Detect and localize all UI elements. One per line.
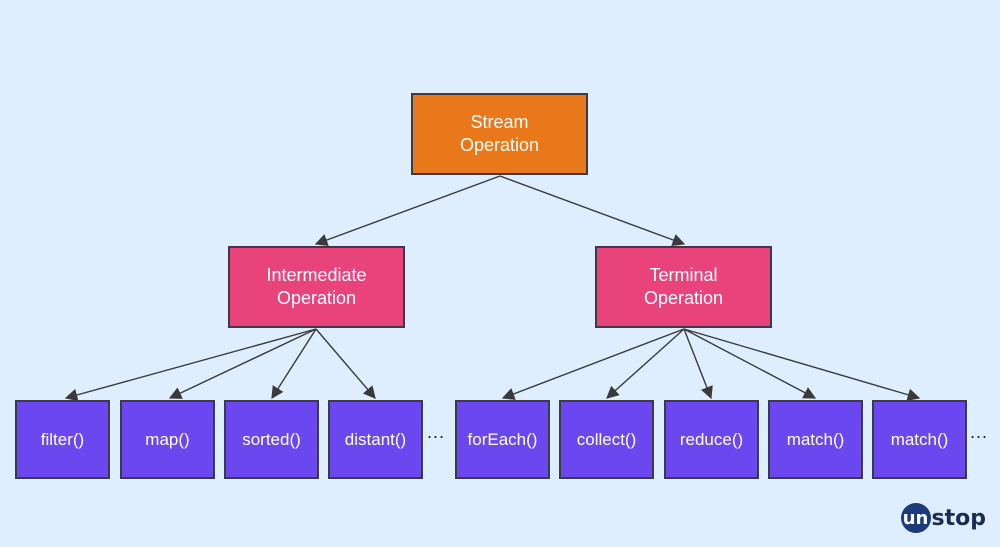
stream-operation-line2: Operation <box>459 135 540 155</box>
edge-terminal-foreach <box>501 328 685 400</box>
leaf-match-2-label: match() <box>890 430 949 449</box>
edge-terminal-match-1 <box>683 328 817 399</box>
leaf-reduce: reduce() <box>664 400 759 479</box>
edge-intermediate-map <box>168 328 317 399</box>
intermediate-operation-line1: Intermediate <box>266 265 367 285</box>
leaf-sorted: sorted() <box>224 400 319 479</box>
unstop-logo: un stop <box>900 503 986 533</box>
leaf-distant-label: distant() <box>344 430 407 449</box>
intermediate-more-ellipsis: ... <box>427 422 446 442</box>
edge-terminal-reduce <box>683 328 713 400</box>
edge-intermediate-sorted <box>271 328 317 400</box>
edge-intermediate-distant <box>315 328 376 399</box>
leaf-foreach-label: forEach() <box>467 430 538 449</box>
intermediate-operation-line2: Operation <box>276 288 357 308</box>
logo-text: stop <box>931 505 986 531</box>
terminal-operation-line1: Terminal <box>649 265 718 285</box>
leaf-filter-label: filter() <box>40 430 85 449</box>
terminal-operation-line2: Operation <box>643 288 724 308</box>
leaf-distant: distant() <box>328 400 423 479</box>
leaf-collect: collect() <box>559 400 654 479</box>
leaf-match-1: match() <box>768 400 863 479</box>
leaf-match-2: match() <box>872 400 967 479</box>
leaf-sorted-label: sorted() <box>242 430 301 449</box>
leaf-match-1-label: match() <box>786 430 845 449</box>
leaf-reduce-label: reduce() <box>679 430 744 449</box>
leaf-map-label: map() <box>145 430 190 449</box>
stream-operation-node: Stream Operation <box>411 93 588 175</box>
stream-operation-line1: Stream <box>470 112 529 132</box>
leaf-filter: filter() <box>15 400 110 479</box>
edge-terminal-collect <box>606 328 685 399</box>
intermediate-operation-node: Intermediate Operation <box>228 246 405 328</box>
edge-root-intermediate <box>314 175 501 246</box>
leaf-map: map() <box>120 400 215 479</box>
edge-terminal-match-2 <box>683 328 921 401</box>
leaf-collect-label: collect() <box>576 430 637 449</box>
edge-intermediate-filter <box>64 328 317 402</box>
terminal-more-ellipsis: ... <box>970 422 989 442</box>
logo-circle: un <box>900 503 931 533</box>
terminal-operation-node: Terminal Operation <box>595 246 772 328</box>
leaf-foreach: forEach() <box>455 400 550 479</box>
edge-root-terminal <box>499 175 686 246</box>
